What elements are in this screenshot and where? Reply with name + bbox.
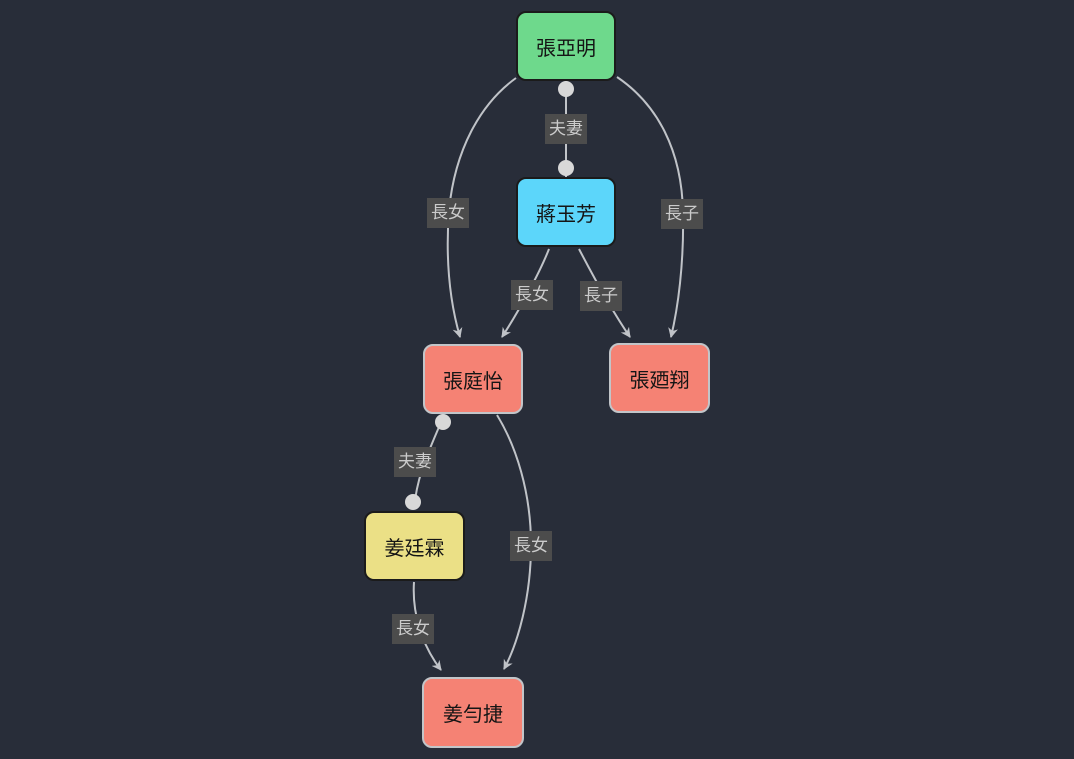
edge-label-e4: 長女	[511, 280, 553, 310]
edge-label-e6: 夫妻	[394, 447, 436, 477]
graph-node-zhang-yaming[interactable]: 張亞明	[516, 11, 616, 81]
edge-label-e7: 長女	[510, 531, 552, 561]
edge-endpoint-dot	[405, 494, 421, 510]
edge-label-e1: 夫妻	[545, 114, 587, 144]
graph-node-jiang-yufang[interactable]: 蔣玉芳	[516, 177, 616, 247]
graph-node-zhang-naixiang[interactable]: 張廼翔	[609, 343, 710, 413]
edge-endpoint-dot	[558, 160, 574, 176]
graph-node-jiang-yunjie[interactable]: 姜勻捷	[422, 677, 524, 748]
edge-label-e3: 長子	[661, 199, 703, 229]
graph-node-jiang-tinglin[interactable]: 姜廷霖	[364, 511, 465, 581]
edge-endpoint-dot	[558, 81, 574, 97]
graph-node-zhang-tingyi[interactable]: 張庭怡	[423, 344, 523, 414]
edge-endpoint-dot	[435, 414, 451, 430]
edge-label-e2: 長女	[427, 198, 469, 228]
edge-label-e8: 長女	[392, 614, 434, 644]
edge-label-e5: 長子	[580, 281, 622, 311]
